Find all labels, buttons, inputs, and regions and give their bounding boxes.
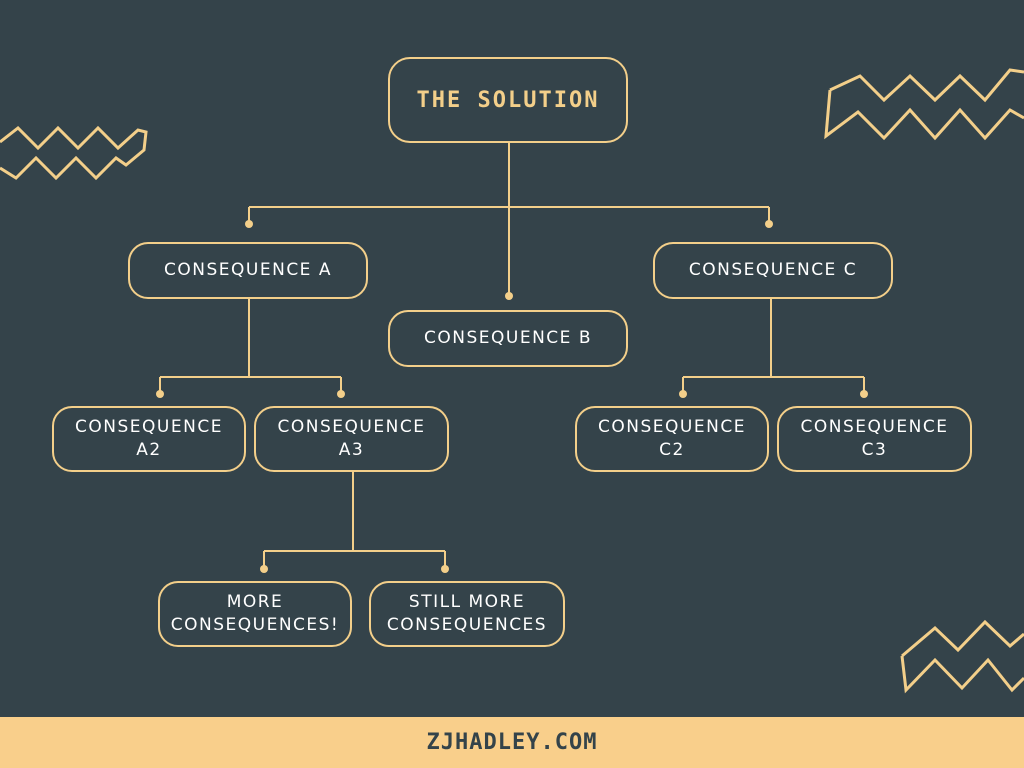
connector-dot-a2 bbox=[156, 390, 164, 398]
node-consequence-a: CONSEQUENCE A bbox=[128, 242, 368, 299]
zigzag-top-right-lower-icon bbox=[824, 89, 1024, 141]
node-consequence-a2: CONSEQUENCE A2 bbox=[52, 406, 246, 472]
zigzag-left-icon bbox=[0, 125, 148, 181]
node-more-consequences: MORE CONSEQUENCES! bbox=[158, 581, 352, 647]
connector-dot-b bbox=[505, 292, 513, 300]
connector-dot-more bbox=[260, 565, 268, 573]
zigzag-top-right-icon bbox=[829, 68, 1024, 103]
connector-dot-still-more bbox=[441, 565, 449, 573]
node-consequence-c2: CONSEQUENCE C2 bbox=[575, 406, 769, 472]
connector-dot-a bbox=[245, 220, 253, 228]
connector-dot-c3 bbox=[860, 390, 868, 398]
node-the-solution: THE SOLUTION bbox=[388, 57, 628, 143]
node-still-more-consequences: STILL MORE CONSEQUENCES bbox=[369, 581, 565, 647]
connector-dot-c bbox=[765, 220, 773, 228]
footer-site-link[interactable]: ZJHADLEY.COM bbox=[426, 730, 598, 755]
connector-dot-a3 bbox=[337, 390, 345, 398]
zigzag-bottom-right-lower-icon bbox=[900, 655, 1024, 694]
node-consequence-c: CONSEQUENCE C bbox=[653, 242, 893, 299]
zigzag-bottom-right-icon bbox=[901, 619, 1024, 658]
node-consequence-b: CONSEQUENCE B bbox=[388, 310, 628, 367]
node-consequence-c3: CONSEQUENCE C3 bbox=[777, 406, 972, 472]
node-consequence-a3: CONSEQUENCE A3 bbox=[254, 406, 449, 472]
footer-bar: ZJHADLEY.COM bbox=[0, 717, 1024, 768]
connector-dot-c2 bbox=[679, 390, 687, 398]
